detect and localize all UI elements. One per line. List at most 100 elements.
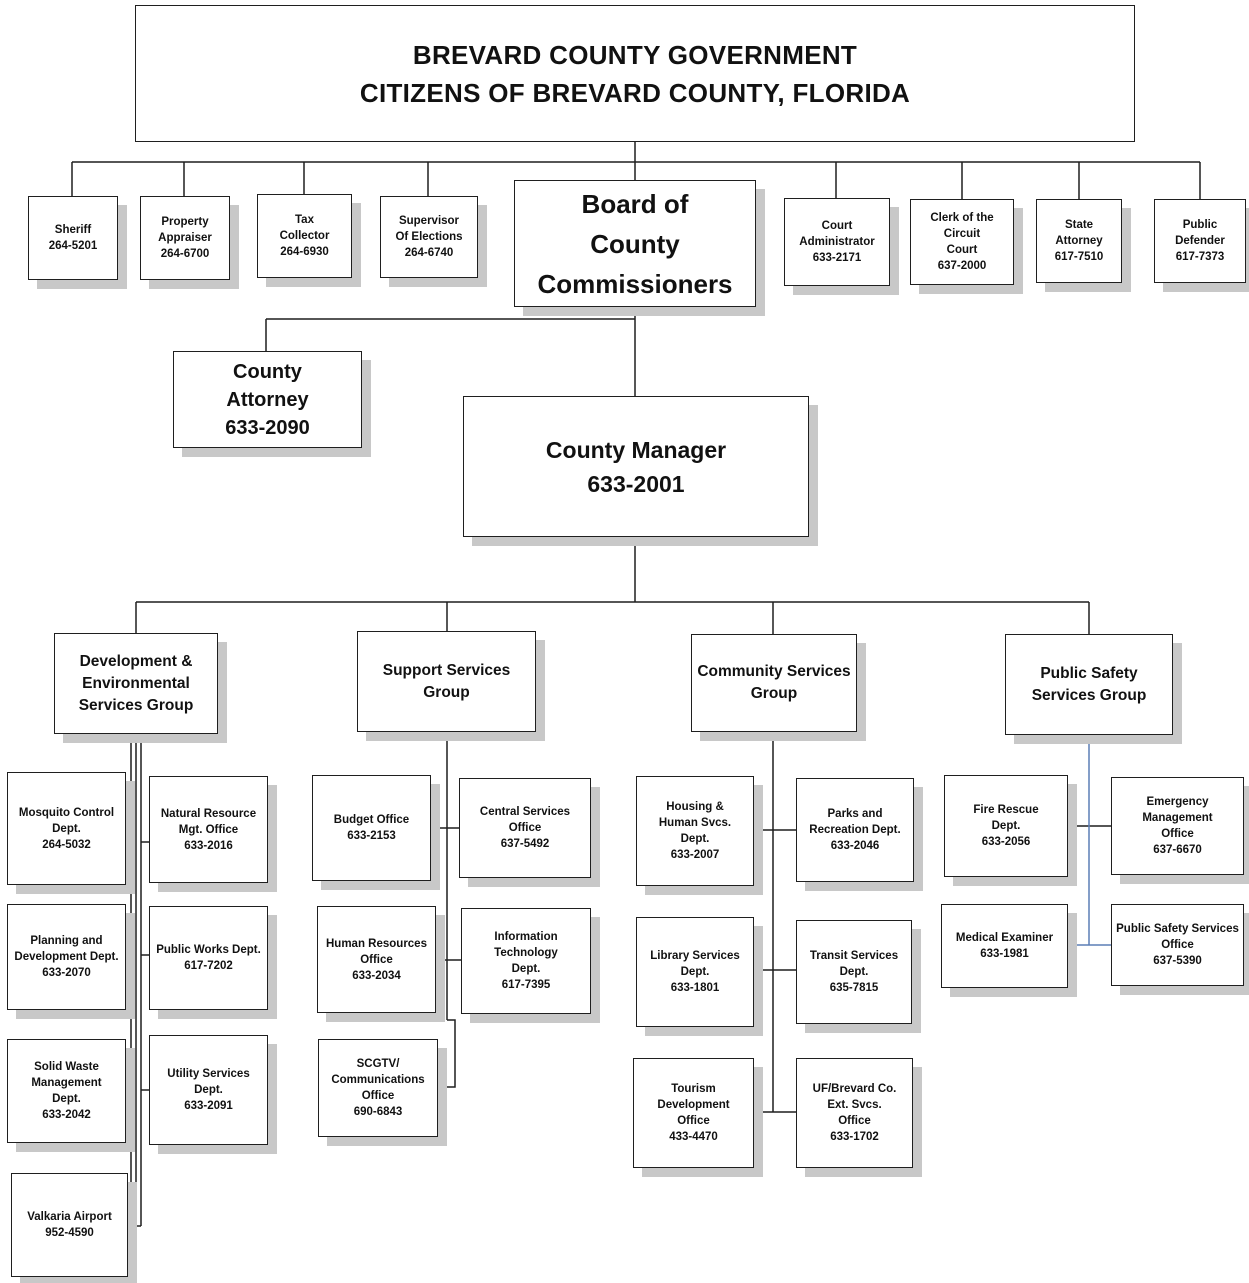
county-manager-name: County Manager (545, 436, 727, 463)
parks-phone: 633-2046 (830, 840, 880, 852)
uf-brevard-name-2: Ext. Svcs. (827, 1099, 882, 1111)
root-subtitle: CITIZENS OF BREVARD COUNTY, FLORIDA (359, 77, 911, 108)
mosquito-control-name-1: Mosquito Control (18, 806, 115, 819)
clerk-name-3: Court (946, 244, 978, 256)
fire-rescue-box: Fire Rescue Dept. 633-2056 (944, 775, 1068, 877)
budget-office-name: Budget Office (333, 814, 410, 826)
library-phone: 633-1801 (670, 982, 720, 994)
utility-services-phone: 633-2091 (184, 1100, 233, 1112)
parks-name-2: Recreation Dept. (809, 824, 901, 836)
valkaria-airport-name: Valkaria Airport (27, 1211, 112, 1223)
public-works-phone: 617-7202 (184, 960, 233, 972)
natural-resource-box: Natural Resource Mgt. Office 633-2016 (149, 776, 268, 883)
it-name-3: Dept. (511, 963, 541, 975)
natural-resource-name-1: Natural Resource (160, 807, 257, 820)
tourism-name-2: Development (657, 1099, 730, 1111)
psso-phone: 637-5390 (1153, 955, 1202, 967)
connector-scgtv (438, 1019, 456, 1088)
root-box: BREVARD COUNTY GOVERNMENT CITIZENS OF BR… (135, 5, 1135, 142)
budget-office-box: Budget Office 633-2153 (312, 775, 431, 881)
housing-name-1: Housing & (666, 801, 724, 813)
property-appraiser-box: Property Appraiser 264-6700 (140, 196, 230, 280)
connector-attorney (265, 318, 635, 351)
clerk-of-circuit-court-box: Clerk of the Circuit Court 637-2000 (910, 199, 1014, 285)
community-services-group-box: Community Services Group (691, 634, 857, 732)
county-attorney-phone: 633-2090 (225, 416, 310, 439)
emergency-name-2: Management (1142, 812, 1213, 824)
tax-collector-name-1: Tax (295, 214, 314, 226)
property-appraiser-name-1: Property (161, 216, 209, 228)
solid-waste-phone: 633-2042 (42, 1109, 91, 1121)
fire-rescue-name-2: Dept. (991, 820, 1021, 832)
scgtv-name-3: Office (361, 1090, 395, 1102)
psso-name-2: Office (1161, 939, 1194, 951)
public-defender-name-1: Public (1182, 219, 1218, 231)
transit-name-2: Dept. (839, 966, 869, 978)
development-group-name-1: Development & (79, 652, 193, 670)
medical-examiner-box: Medical Examiner 633-1981 (941, 904, 1068, 988)
natural-resource-phone: 633-2016 (184, 839, 233, 852)
county-attorney-box: County Attorney 633-2090 (173, 351, 362, 448)
uf-brevard-name-1: UF/Brevard Co. (812, 1083, 897, 1095)
county-attorney-name-1: County (233, 360, 302, 383)
community-group-name-1: Community Services (697, 663, 851, 680)
central-services-name-1: Central Services (479, 806, 571, 818)
housing-name-2: Human Svcs. (658, 817, 732, 829)
tax-collector-name-2: Collector (279, 230, 330, 242)
uf-brevard-phone: 633-1702 (830, 1131, 879, 1143)
natural-resource-name-2: Mgt. Office (178, 823, 239, 836)
public-safety-services-office-box: Public Safety Services Office 637-5390 (1111, 904, 1244, 986)
housing-human-services-box: Housing & Human Svcs. Dept. 633-2007 (636, 776, 754, 886)
tourism-development-box: Tourism Development Office 433-4470 (633, 1058, 754, 1168)
solid-waste-name-3: Dept. (52, 1093, 81, 1105)
public-defender-box: Public Defender 617-7373 (1154, 199, 1246, 283)
scgtv-name-1: SCGTV/ (356, 1058, 400, 1070)
library-services-box: Library Services Dept. 633-1801 (636, 917, 754, 1027)
it-name-1: Information (494, 931, 558, 943)
planning-name-1: Planning and (30, 935, 103, 947)
human-resources-name-2: Office (360, 953, 393, 966)
fire-rescue-phone: 633-2056 (981, 836, 1031, 848)
board-name-3: Commissioners (537, 268, 733, 299)
library-name-2: Dept. (680, 966, 710, 978)
support-group-name-2: Group (423, 683, 470, 701)
development-group-name-2: Environmental (82, 674, 190, 692)
scgtv-phone: 690-6843 (353, 1106, 403, 1118)
court-administrator-box: Court Administrator 633-2171 (784, 198, 890, 286)
parks-recreation-box: Parks and Recreation Dept. 633-2046 (796, 778, 914, 882)
human-resources-name-1: Human Resources (326, 937, 427, 950)
library-name-1: Library Services (650, 950, 740, 962)
public-defender-name-2: Defender (1175, 235, 1225, 247)
tourism-phone: 433-4470 (669, 1131, 718, 1143)
parks-name-1: Parks and (827, 808, 883, 820)
public-works-name: Public Works Dept. (156, 944, 261, 956)
valkaria-airport-phone: 952-4590 (45, 1227, 94, 1239)
public-safety-group-name-2: Services Group (1031, 686, 1147, 704)
clerk-name-2: Circuit (943, 228, 981, 240)
planning-name-2: Development Dept. (14, 951, 119, 963)
tourism-name-1: Tourism (671, 1083, 716, 1095)
supervisor-phone: 264-6740 (404, 247, 454, 259)
connector-development-spine (130, 734, 142, 1226)
development-group-name-3: Services Group (78, 696, 194, 714)
court-administrator-name-1: Court (821, 220, 853, 232)
root-title: BREVARD COUNTY GOVERNMENT (412, 39, 858, 70)
central-services-name-2: Office (508, 822, 542, 834)
sheriff-box: Sheriff 264-5201 (28, 196, 118, 280)
community-group-name-2: Group (750, 685, 798, 702)
housing-name-3: Dept. (680, 833, 710, 845)
supervisor-name-1: Supervisor (398, 215, 460, 227)
supervisor-name-2: Of Elections (395, 231, 463, 243)
county-attorney-name-2: Attorney (226, 388, 309, 411)
medical-examiner-phone: 633-1981 (980, 948, 1029, 960)
utility-services-name-1: Utility Services (167, 1068, 250, 1080)
emergency-phone: 637-6670 (1153, 844, 1202, 856)
board-name-2: County (590, 228, 680, 259)
mosquito-control-phone: 264-5032 (42, 838, 91, 851)
central-services-phone: 637-5492 (500, 838, 550, 850)
planning-phone: 633-2070 (42, 967, 91, 979)
transit-name-1: Transit Services (809, 950, 899, 962)
utility-services-name-2: Dept. (194, 1084, 223, 1096)
